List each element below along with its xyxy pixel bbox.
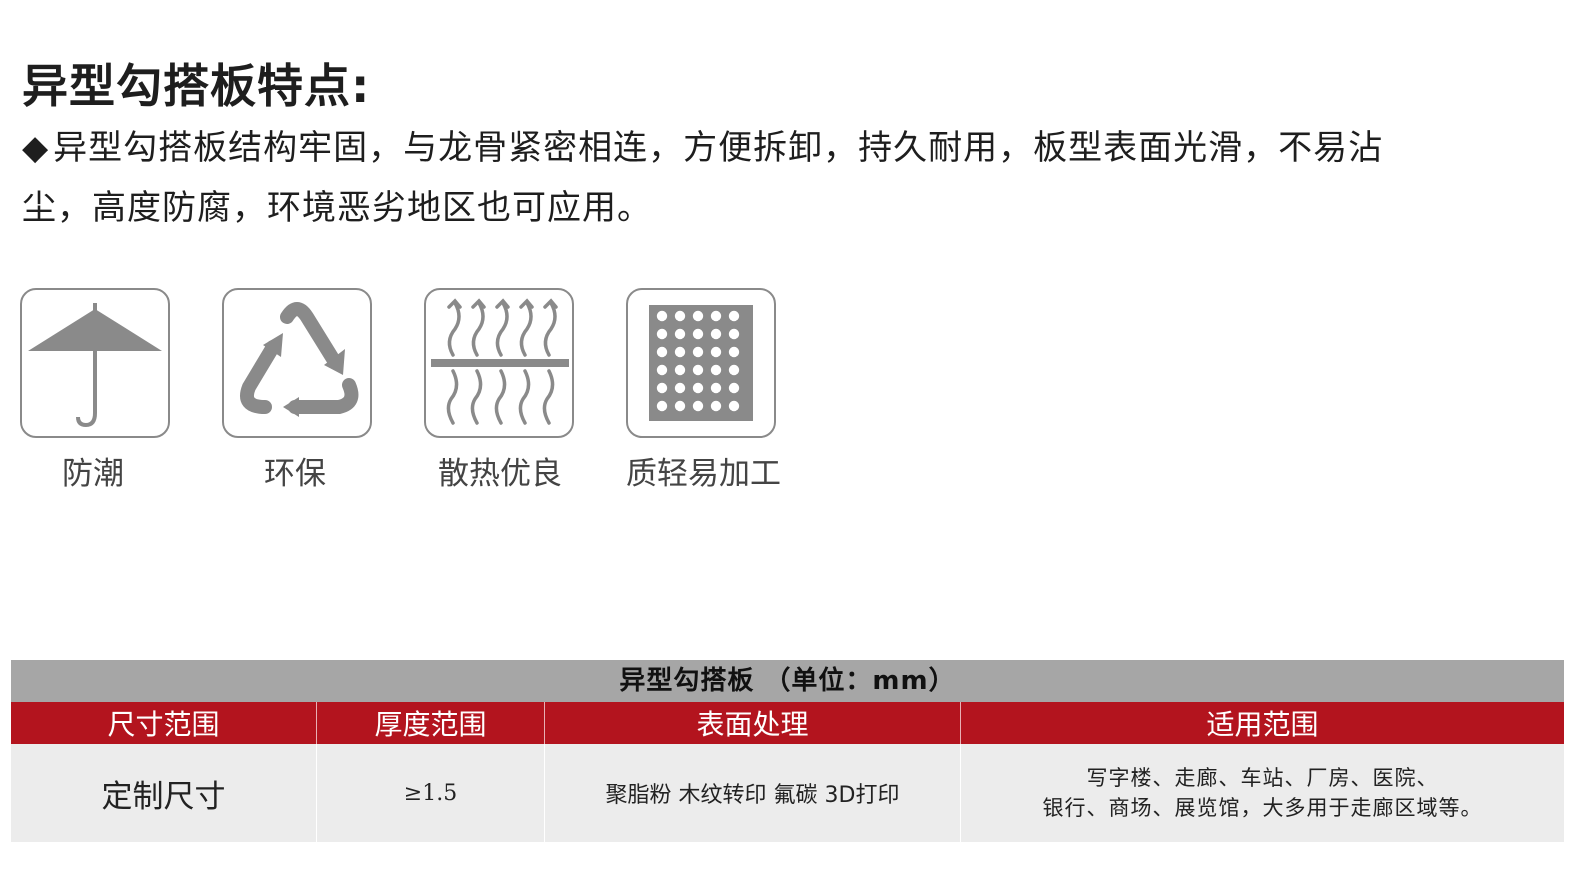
- description-text: 异型勾搭板结构牢固，与龙骨紧密相连，方便拆卸，持久耐用，板型表面光滑，不易沾尘，…: [22, 128, 1384, 228]
- cell-application: 写字楼、走廊、车站、厂房、医院、 银行、商场、展览馆，大多用于走廊区域等。: [961, 744, 1564, 842]
- cell-surface: 聚脂粉 木纹转印 氟碳 3D打印: [545, 744, 961, 842]
- heat-dissipation-icon: [431, 298, 569, 425]
- table-row: 定制尺寸 ≥1.5 聚脂粉 木纹转印 氟碳 3D打印 写字楼、走廊、车站、厂房、…: [11, 744, 1564, 842]
- feature-label: 散热优良: [438, 456, 562, 492]
- feature-label: 防潮: [62, 456, 124, 492]
- feature-box: [626, 288, 776, 438]
- feature-box: [222, 288, 372, 438]
- header-thickness-range: 厚度范围: [317, 702, 545, 744]
- spec-table: 异型勾搭板 （单位：mm） 尺寸范围 厚度范围 表面处理 适用范围 定制尺寸 ≥…: [11, 660, 1564, 842]
- umbrella-icon: [28, 303, 162, 428]
- feature-label: 环保: [264, 456, 326, 492]
- application-line-2: 银行、商场、展览馆，大多用于走廊区域等。: [1042, 796, 1483, 820]
- header-size-range: 尺寸范围: [11, 702, 317, 744]
- table-caption: 异型勾搭板 （单位：mm）: [11, 660, 1564, 702]
- header-application-scope: 适用范围: [1206, 708, 1319, 741]
- feature-moisture-proof: 防潮: [20, 288, 190, 492]
- feature-heat-dissipation: 散热优良: [424, 288, 594, 492]
- feature-description: ◆异型勾搭板结构牢固，与龙骨紧密相连，方便拆卸，持久耐用，板型表面光滑，不易沾尘…: [22, 118, 1442, 238]
- cell-size: 定制尺寸: [11, 744, 317, 842]
- feature-label: 质轻易加工: [626, 456, 781, 492]
- feature-box: [20, 288, 170, 438]
- application-line-1: 写字楼、走廊、车站、厂房、医院、: [1086, 766, 1439, 790]
- bullet-icon: ◆: [22, 128, 50, 168]
- recycle-icon: [240, 302, 359, 417]
- feature-eco-friendly: 环保: [222, 288, 392, 492]
- header-surface-treatment: 表面处理: [545, 702, 961, 744]
- table-header-row: 尺寸范围 厚度范围 表面处理 适用范围: [11, 702, 1564, 744]
- perforated-panel-icon: [649, 305, 753, 421]
- feature-lightweight: 质轻易加工: [626, 288, 796, 492]
- page-title: 异型勾搭板特点:: [22, 59, 371, 113]
- cell-thickness: ≥1.5: [317, 744, 545, 842]
- feature-box: [424, 288, 574, 438]
